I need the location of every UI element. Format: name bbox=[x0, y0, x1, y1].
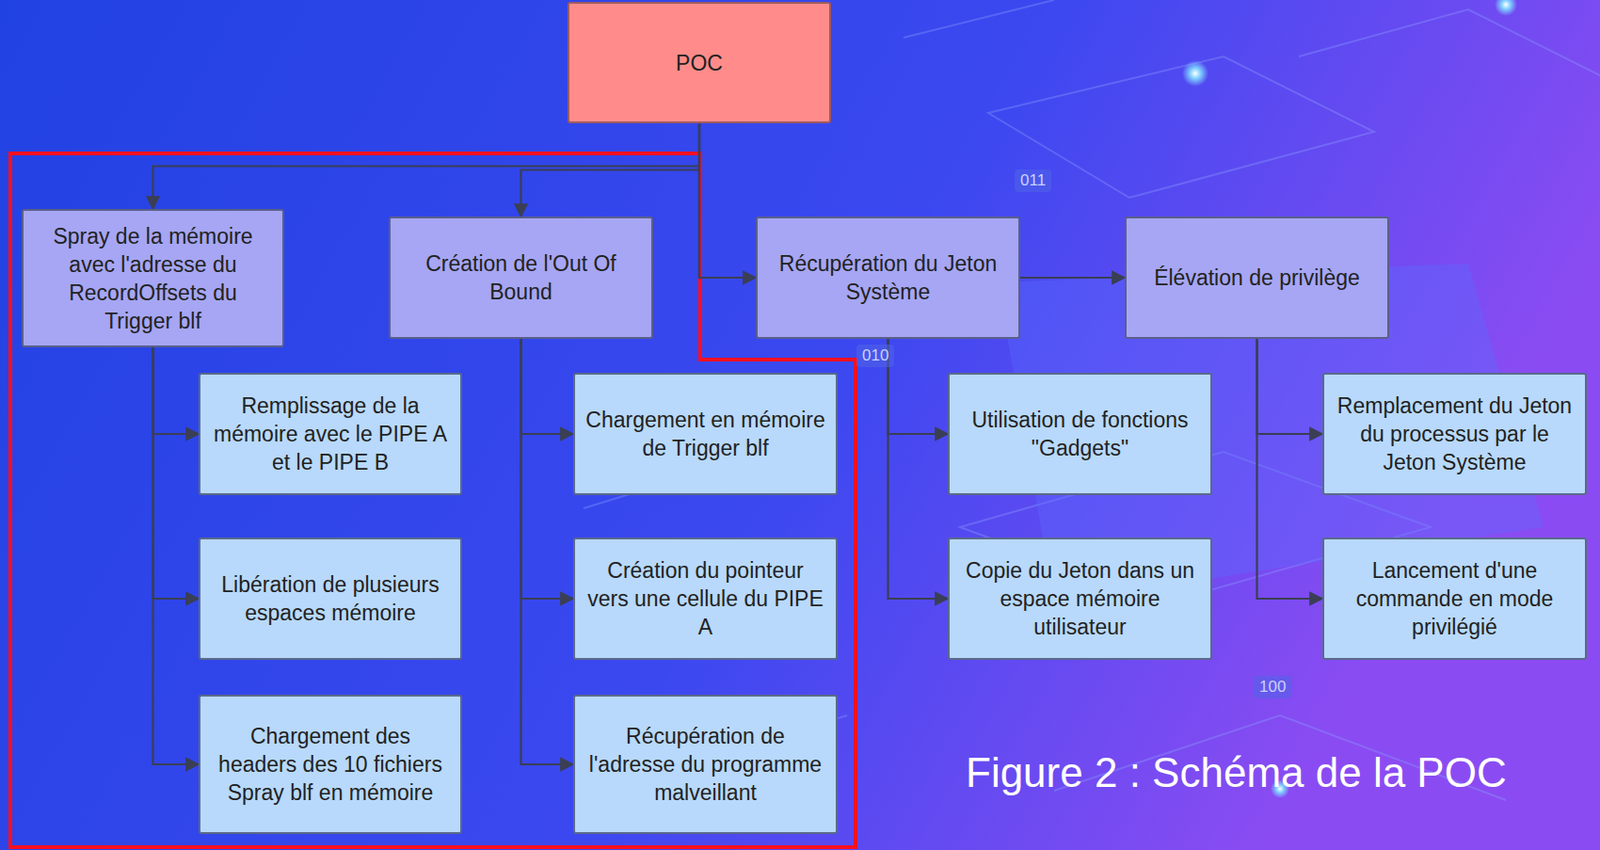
box-text: Création de l'Out Of Bound bbox=[400, 249, 642, 306]
substep-box: Lancement d'une commande en mode privilé… bbox=[1322, 537, 1587, 660]
box-text: Utilisation de fonctions "Gadgets" bbox=[959, 405, 1201, 463]
step-box: Élévation de privilège bbox=[1124, 216, 1390, 339]
root-box: POC bbox=[567, 1, 832, 124]
box-text: Chargement des headers des 10 fichiers S… bbox=[209, 721, 451, 807]
connector bbox=[521, 338, 575, 765]
connector bbox=[1257, 338, 1324, 599]
connector bbox=[521, 338, 575, 599]
substep-box: Chargement des headers des 10 fichiers S… bbox=[198, 694, 463, 834]
box-text: Lancement d'une commande en mode privilé… bbox=[1333, 556, 1576, 641]
box-text: Chargement en mémoire de Trigger blf bbox=[584, 405, 827, 463]
connector bbox=[1257, 338, 1324, 434]
highlight-outline bbox=[10, 153, 856, 848]
step-box: Récupération du Jeton Système bbox=[755, 216, 1021, 339]
substep-box: Libération de plusieurs espaces mémoire bbox=[198, 537, 463, 660]
step-box: Création de l'Out Of Bound bbox=[388, 216, 654, 339]
substep-box: Remplissage de la mémoire avec le PIPE A… bbox=[198, 372, 463, 496]
box-text: Copie du Jeton dans un espace mémoire ut… bbox=[959, 556, 1201, 641]
substep-box: Utilisation de fonctions "Gadgets" bbox=[947, 372, 1213, 496]
box-text: Spray de la mémoire avec l'adresse du Re… bbox=[32, 222, 273, 336]
step-box: Spray de la mémoire avec l'adresse du Re… bbox=[21, 208, 285, 348]
box-text: Récupération de l'adresse du programme m… bbox=[584, 721, 827, 807]
box-text: Récupération du Jeton Système bbox=[767, 249, 1009, 306]
binary-watermark: 100 bbox=[1253, 675, 1292, 699]
substep-box: Création du pointeur vers une cellule du… bbox=[573, 537, 838, 660]
binary-watermark: 010 bbox=[856, 344, 895, 368]
connector bbox=[153, 347, 200, 599]
box-text: Création du pointeur vers une cellule du… bbox=[584, 556, 827, 641]
box-text: Remplissage de la mémoire avec le PIPE A… bbox=[209, 391, 451, 477]
box-text: Remplacement du Jeton du processus par l… bbox=[1333, 391, 1576, 477]
connector bbox=[153, 347, 200, 434]
connector bbox=[888, 338, 949, 434]
substep-box: Chargement en mémoire de Trigger blf bbox=[573, 372, 838, 496]
box-text: Libération de plusieurs espaces mémoire bbox=[209, 570, 451, 627]
binary-watermark: 011 bbox=[1014, 169, 1052, 192]
connector bbox=[699, 123, 756, 278]
substep-box: Copie du Jeton dans un espace mémoire ut… bbox=[947, 537, 1213, 660]
connector bbox=[521, 338, 575, 434]
figure-caption: Figure 2 : Schéma de la POC bbox=[965, 749, 1507, 797]
connector bbox=[153, 347, 200, 765]
connector bbox=[521, 123, 701, 217]
substep-box: Récupération de l'adresse du programme m… bbox=[573, 694, 838, 834]
box-text: POC bbox=[675, 48, 723, 78]
connector bbox=[888, 338, 949, 599]
connector bbox=[153, 123, 701, 209]
substep-box: Remplacement du Jeton du processus par l… bbox=[1322, 372, 1587, 496]
box-text: Élévation de privilège bbox=[1153, 263, 1360, 292]
